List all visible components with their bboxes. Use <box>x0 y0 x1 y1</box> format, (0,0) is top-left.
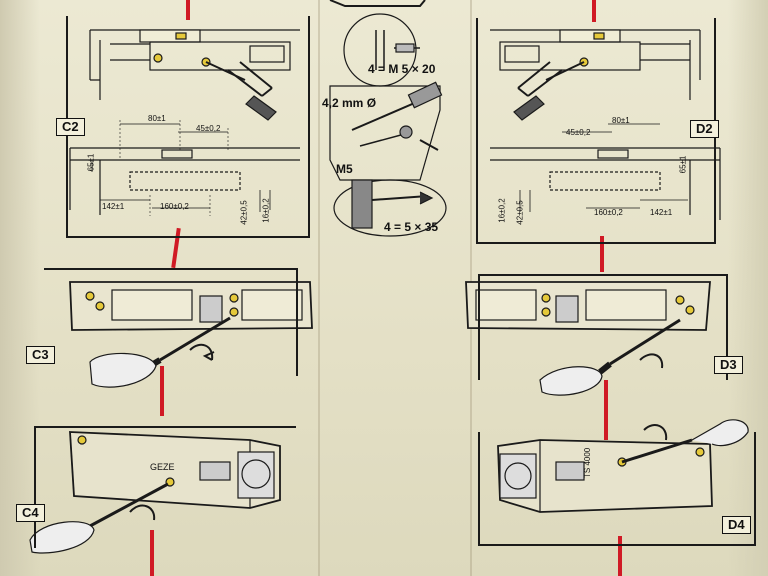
panel-c3-frame <box>44 268 298 376</box>
step-label-c4: C4 <box>16 504 45 522</box>
dim-160: 160±0,2 <box>160 202 189 211</box>
closer-model-print: TS 4000 <box>583 447 592 478</box>
dim-16: 16±0,2 <box>261 198 271 223</box>
step-label-d2: D2 <box>690 120 719 138</box>
dim-65: 65±1 <box>86 153 96 172</box>
paper-shadow-left <box>0 0 40 576</box>
step-label-d3: D3 <box>714 356 743 374</box>
drill-spec: 4,2 mm Ø <box>322 96 377 110</box>
step-label-c2: C2 <box>56 118 85 136</box>
panel-d3-frame <box>478 274 728 380</box>
screw-spec-wood: 4 = 5 × 35 <box>384 220 439 234</box>
dim-42: 42±0,5 <box>515 200 525 225</box>
dim-142: 142±1 <box>102 202 125 211</box>
screw-spec-m5: 4 = M 5 × 20 <box>368 62 436 76</box>
dim-45: 45±0,2 <box>566 128 591 137</box>
red-arrow <box>604 380 608 440</box>
panel-d4-frame <box>478 432 756 546</box>
thread-spec: M5 <box>336 162 353 176</box>
paper-shadow-right <box>728 0 768 576</box>
paper-fold-line <box>318 0 320 576</box>
dim-160: 160±0,2 <box>594 208 623 217</box>
dim-45: 45±0,2 <box>196 124 221 133</box>
dim-142: 142±1 <box>650 208 673 217</box>
dim-42: 42±0,5 <box>239 200 249 225</box>
step-label-d4: D4 <box>722 516 751 534</box>
dim-16: 16±0,2 <box>497 198 507 223</box>
red-arrow <box>186 0 190 20</box>
red-arrow <box>592 0 596 22</box>
closer-brand-print: GEZE <box>150 462 175 472</box>
dim-80: 80±1 <box>612 116 630 125</box>
dim-80: 80±1 <box>148 114 166 123</box>
red-arrow <box>600 236 604 272</box>
red-arrow <box>618 536 622 576</box>
step-label-c3: C3 <box>26 346 55 364</box>
red-arrow <box>160 366 164 416</box>
panel-c4-frame <box>34 426 296 548</box>
red-arrow <box>150 530 154 576</box>
dim-65: 65±1 <box>678 155 688 174</box>
